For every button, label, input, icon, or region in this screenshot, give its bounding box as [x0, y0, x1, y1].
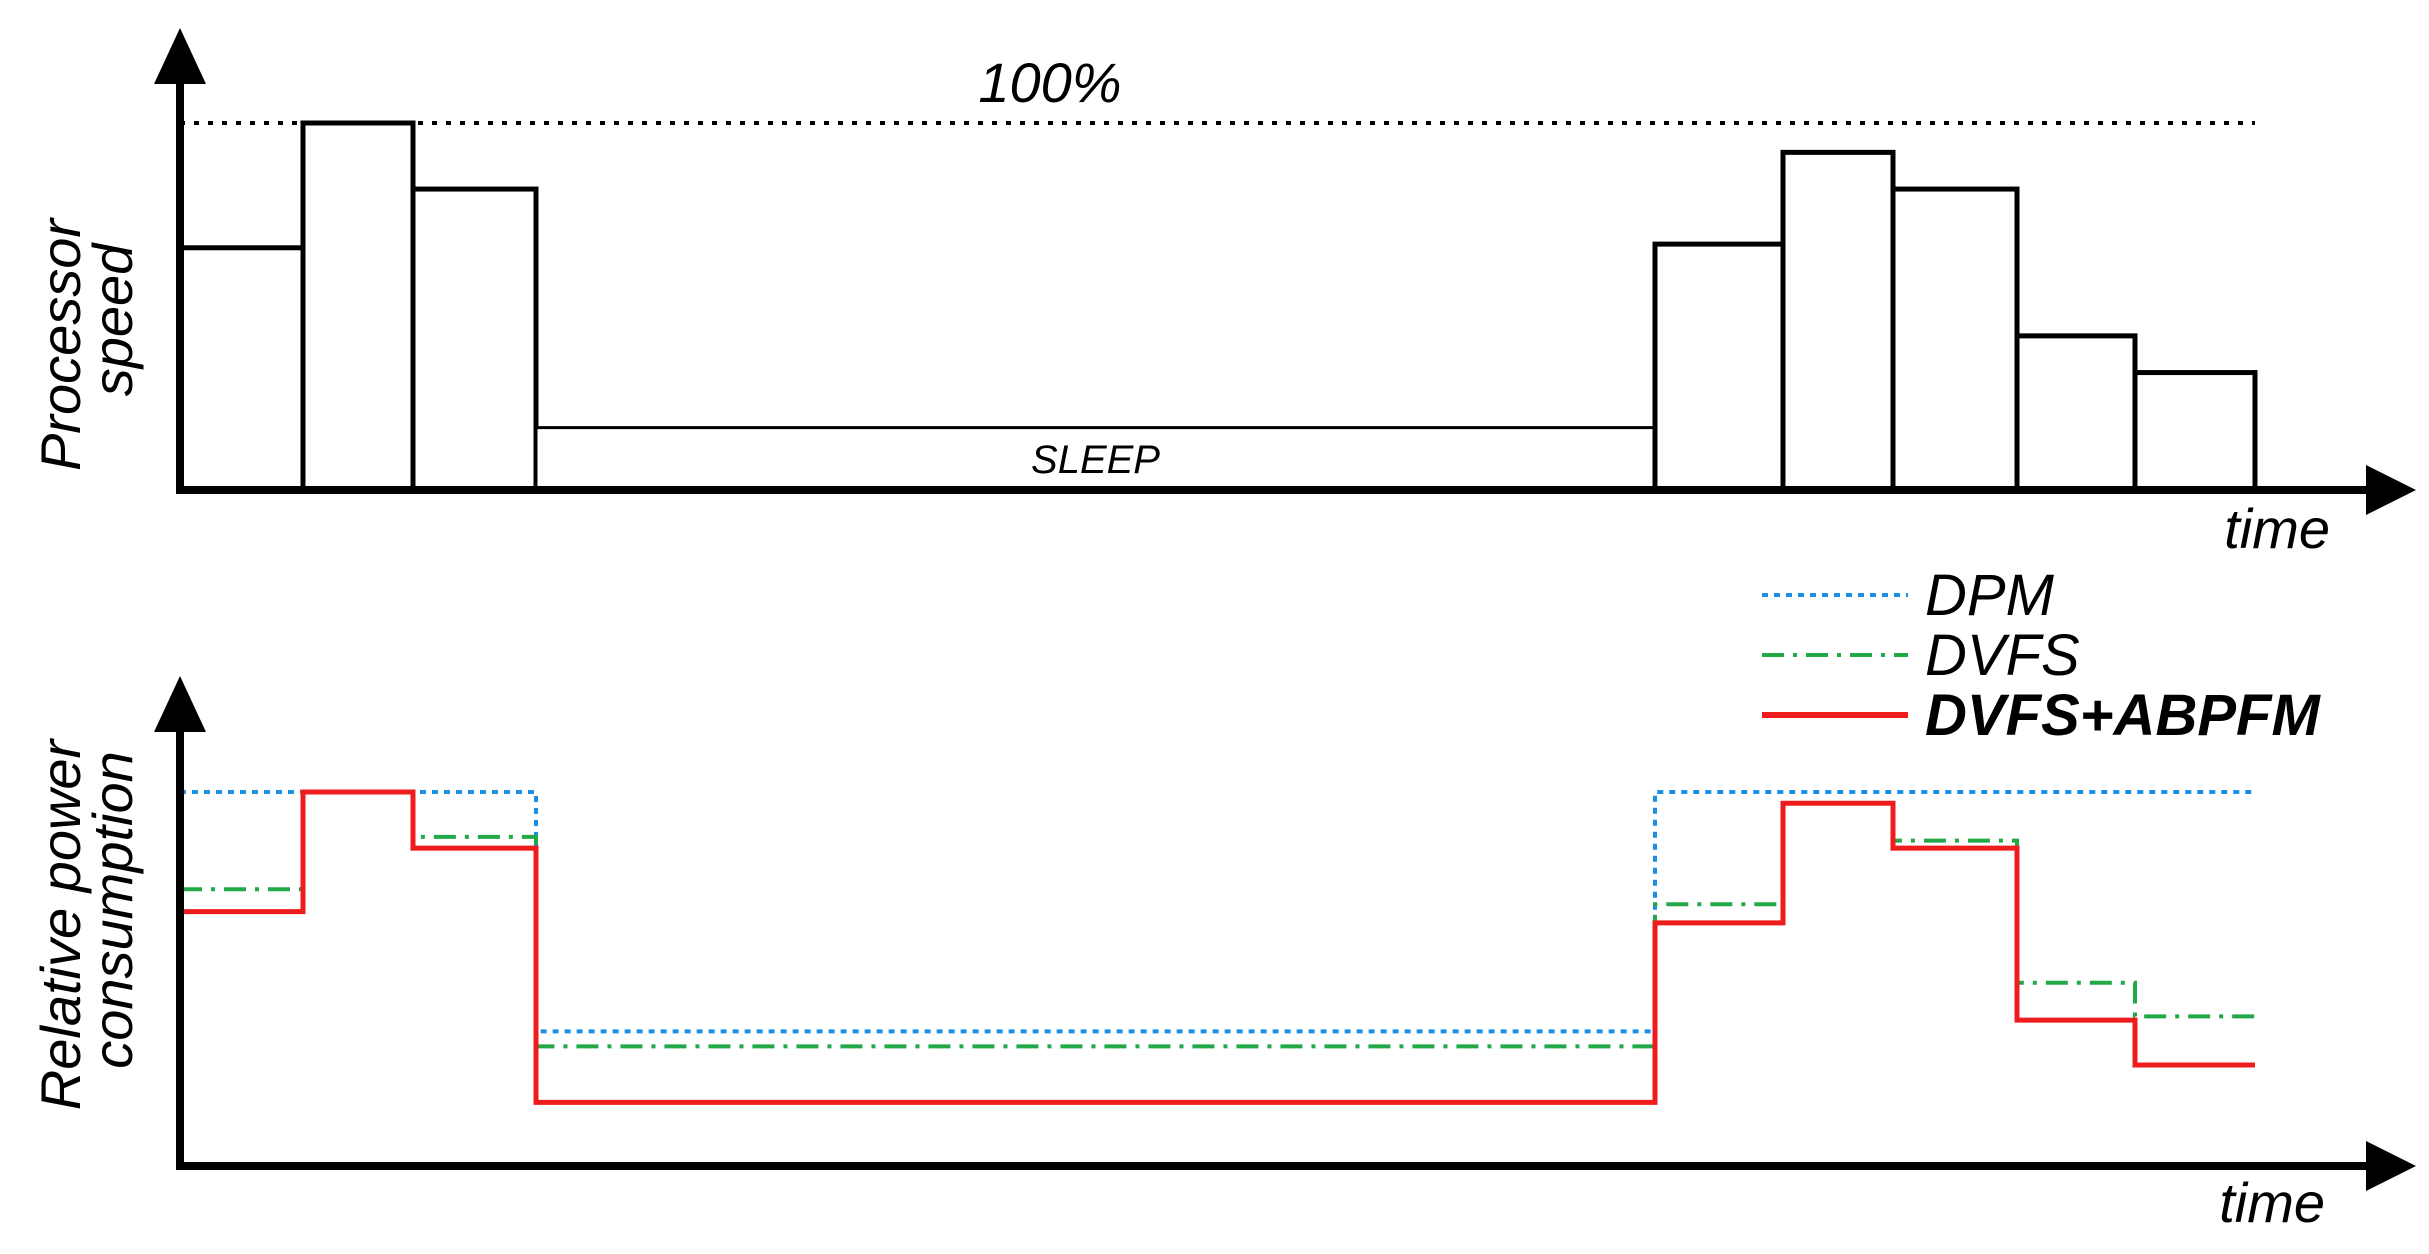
relative-power-panel: Relative power consumption time	[29, 676, 2416, 1234]
bottom-y-axis-label: Relative power	[29, 737, 92, 1110]
top-x-axis-label: time	[2224, 497, 2330, 560]
speed-bar-6	[1780, 149, 1896, 493]
power-series	[180, 789, 2255, 1105]
legend-label-2: DVFS	[1925, 623, 2080, 688]
speed-bar-2	[300, 120, 416, 493]
speed-bar-1	[177, 245, 306, 493]
processor-speed-panel: 100% SLEEP Processor speed time	[29, 28, 2416, 560]
top-y-axis-label-line2: speed	[81, 242, 144, 396]
bottom-x-axis-label: time	[2219, 1171, 2325, 1234]
sleep-label: SLEEP	[1031, 438, 1160, 482]
speed-bars	[177, 120, 2258, 493]
speed-bar-3	[410, 186, 539, 493]
bottom-x-axis-arrowhead	[2366, 1141, 2416, 1191]
series-line-dvfs-abpfm	[180, 789, 2255, 1105]
series-line-dvfs	[180, 790, 2255, 1049]
legend-label-3: DVFS+ABPFM	[1925, 683, 2321, 748]
speed-bar-5	[1652, 241, 1786, 493]
bottom-y-axis-arrowhead	[154, 676, 206, 732]
top-y-axis-label: Processor	[29, 217, 92, 471]
speed-bar-9	[2132, 370, 2258, 493]
max-speed-label: 100%	[978, 51, 1121, 114]
series-line-dpm	[180, 790, 2255, 1034]
legend-label-1: DPM	[1925, 563, 2055, 628]
speed-bar-7	[1890, 186, 2020, 493]
bottom-y-axis-label-line2: consumption	[81, 751, 144, 1069]
top-y-axis-arrowhead	[154, 28, 206, 84]
speed-bar-8	[2014, 333, 2138, 493]
sleep-bar	[534, 426, 1657, 492]
top-x-axis-arrowhead	[2366, 465, 2416, 515]
